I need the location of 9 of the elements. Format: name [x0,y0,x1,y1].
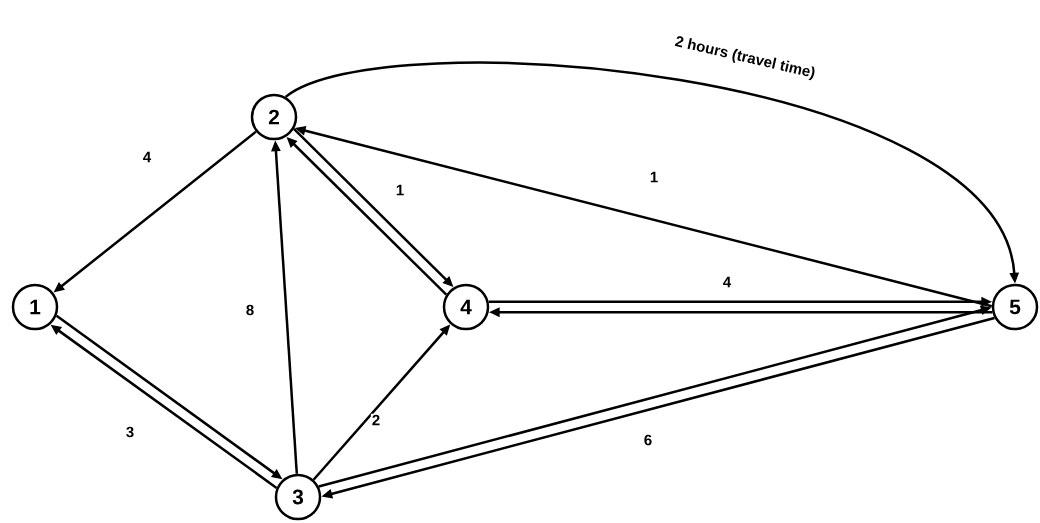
edge-label: 2 hours (travel time) [672,33,818,83]
edge-label: 1 [394,183,406,197]
edge-label: 8 [244,303,256,317]
edge-label: 6 [642,433,654,447]
edge-label: 1 [648,170,660,184]
edge-label: 2 [370,413,382,427]
edge-label: 4 [141,150,153,164]
edge-label: 4 [721,275,733,289]
edge-label: 3 [124,425,136,439]
